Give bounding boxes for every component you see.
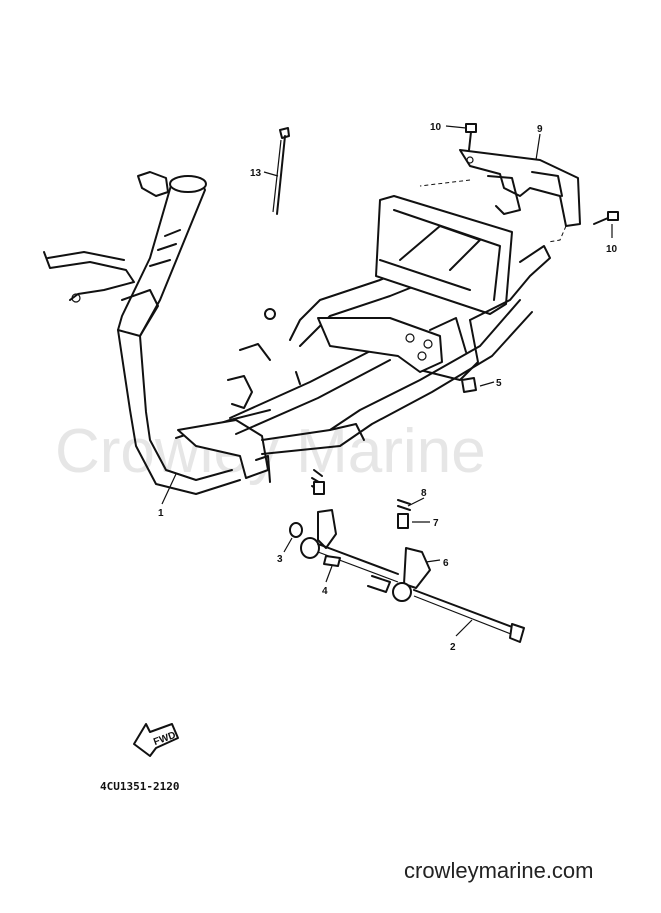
lower-assembly: [289, 469, 525, 643]
part-5-nut: [461, 377, 477, 393]
part-13-rod: [272, 127, 290, 215]
nut-upper-left: [264, 308, 276, 320]
part-10-bolt-right: [593, 211, 619, 225]
main-frame: [43, 171, 551, 495]
part-10-bolt-upper: [465, 123, 477, 151]
callout-6: 6: [443, 558, 449, 569]
callout-9: 9: [537, 124, 543, 135]
callout-3: 3: [277, 554, 283, 565]
callout-1: 1: [158, 508, 164, 519]
footer-url: crowleymarine.com: [404, 858, 594, 883]
callout-10-upper: 10: [430, 122, 442, 133]
callout-5: 5: [496, 378, 502, 389]
callout-13: 13: [250, 168, 262, 179]
leader-lines: [161, 125, 613, 637]
callout-4: 4: [322, 586, 328, 597]
part-9-bracket: [419, 149, 581, 243]
callout-7: 7: [433, 518, 439, 529]
diagram-code: 4CU1351-2120: [100, 780, 179, 793]
callout-8: 8: [421, 488, 427, 499]
callout-labels: 1 2 3 4 5 6 7 8 9 10 10 13: [158, 122, 618, 653]
callout-10-right: 10: [606, 244, 618, 255]
callout-2: 2: [450, 642, 456, 653]
fwd-arrow-icon: FWD: [133, 723, 179, 757]
